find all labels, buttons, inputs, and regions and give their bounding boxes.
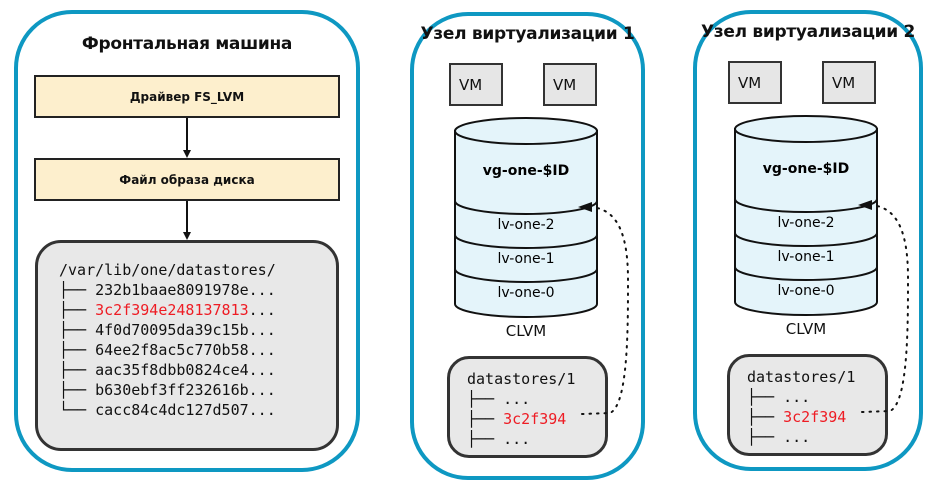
frontend-title: Фронтальная машина [81, 34, 293, 54]
ellipsis: ... [248, 301, 276, 319]
driver-step: Драйвер FS_LVM [34, 75, 340, 118]
image-id: 232b1baae8091978e [95, 281, 249, 299]
node-1-datastore-box: datastores/1 ├── ...├── 3c2f394├── ... [447, 356, 608, 458]
image-id: b630ebf3ff232616b [95, 381, 249, 399]
tree-branch: ├── [747, 388, 784, 406]
tree-branch: ├── [59, 341, 96, 359]
datastore-entry: ├── 4f0d70095da39c15b... [59, 320, 336, 340]
datastore-entry: ├── aac35f8dbb0824ce4... [59, 360, 336, 380]
disk-image-step: Файл образа диска [34, 158, 340, 201]
image-id: 64ee2f8ac5c770b58 [95, 341, 249, 359]
image-id: ... [783, 388, 811, 406]
tree-branch: ├── [59, 321, 96, 339]
tree-branch: ├── [59, 301, 96, 319]
ellipsis: ... [248, 341, 276, 359]
tree-branch: ├── [467, 410, 504, 428]
datastore-entry: ├── b630ebf3ff232616b... [59, 380, 336, 400]
highlighted-image-id: 3c2f394 [503, 410, 567, 428]
highlighted-image-id: 3c2f394 [783, 408, 847, 426]
datastore-entry: ├── ... [747, 387, 885, 407]
datastore-entry: ├── ... [467, 389, 605, 409]
ellipsis: ... [248, 361, 276, 379]
image-id: 4f0d70095da39c15b [95, 321, 249, 339]
datastore-entry: ├── ... [747, 427, 885, 447]
ellipsis: ... [248, 321, 276, 339]
datastore-entry: ├── 64ee2f8ac5c770b58... [59, 340, 336, 360]
datastore-entry: └── cacc84c4dc127d507... [59, 400, 336, 420]
datastore-path: /var/lib/one/datastores/ [59, 261, 276, 279]
datastore-entry: ├── ... [467, 429, 605, 449]
image-id: ... [503, 430, 531, 448]
ellipsis: ... [248, 401, 276, 419]
image-id: ... [783, 428, 811, 446]
node-1-title: Узел виртуализации 1 [420, 24, 635, 44]
node-2-vm-2: VM [822, 61, 876, 104]
ellipsis: ... [248, 381, 276, 399]
node-2-clvm-label: CLVM [785, 320, 827, 338]
tree-branch: ├── [467, 430, 504, 448]
tree-branch: ├── [747, 428, 784, 446]
node-2-datastore-box: datastores/1 ├── ...├── 3c2f394├── ... [727, 354, 888, 456]
image-id: cacc84c4dc127d507 [95, 401, 249, 419]
node-2-vm-1: VM [728, 61, 782, 104]
node-1-vm-1: VM [449, 63, 503, 106]
tree-branch: └── [59, 401, 96, 419]
datastore-entry: ├── 3c2f394 [747, 407, 885, 427]
tree-branch: ├── [747, 408, 784, 426]
frontend-datastore-box: /var/lib/one/datastores/ ├── 232b1baae80… [35, 240, 339, 451]
node-1-clvm-label: CLVM [505, 322, 547, 340]
tree-branch: ├── [59, 281, 96, 299]
datastore-entry: ├── 3c2f394 [467, 409, 605, 429]
datastore-path: datastores/1 [467, 370, 576, 388]
tree-branch: ├── [59, 361, 96, 379]
tree-branch: ├── [59, 381, 96, 399]
ellipsis: ... [248, 281, 276, 299]
image-id: aac35f8dbb0824ce4 [95, 361, 249, 379]
node-1-vm-2: VM [543, 63, 597, 106]
image-id: ... [503, 390, 531, 408]
datastore-entry: ├── 3c2f394e248137813... [59, 300, 336, 320]
datastore-entry: ├── 232b1baae8091978e... [59, 280, 336, 300]
tree-branch: ├── [467, 390, 504, 408]
node-2-title: Узел виртуализации 2 [700, 22, 915, 42]
highlighted-image-id: 3c2f394e248137813 [95, 301, 249, 319]
datastore-path: datastores/1 [747, 368, 856, 386]
